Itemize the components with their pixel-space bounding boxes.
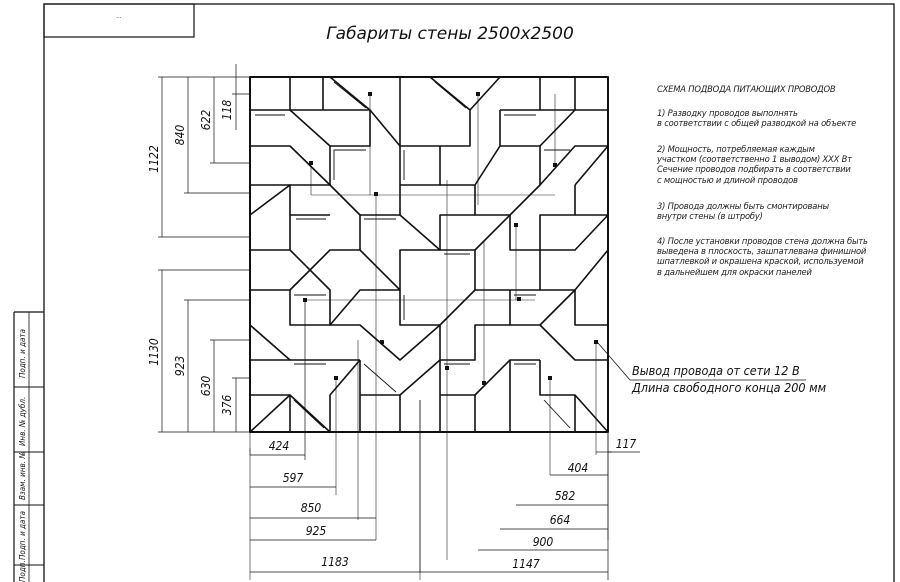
- dim-bottom-1147: 1147: [512, 557, 540, 571]
- side-label-1: Подп. и дата: [18, 329, 27, 378]
- dim-left-118: 118: [220, 100, 234, 121]
- dim-bottom-117: 117: [616, 437, 637, 451]
- notes-heading: СХЕМА ПОДВОДА ПИТАЮЩИХ ПРОВОДОВ: [657, 84, 836, 94]
- note-item-2: 2) Мощность, потребляемая каждым участко…: [657, 144, 852, 185]
- outlet-point: [482, 381, 486, 385]
- side-stamp: Подп. и дата Инв. № дубл. Взам. инв. № П…: [18, 329, 27, 582]
- dim-left-622: 622: [199, 110, 213, 131]
- note-item-3: 3) Провода должны быть смонтированы внут…: [657, 201, 829, 222]
- dim-bottom-404: 404: [568, 461, 589, 475]
- dim-left-840: 840: [173, 125, 187, 146]
- side-label-4: Подп. и дата: [18, 511, 27, 560]
- drawing-frame: [13, 3, 895, 582]
- dim-bottom-850: 850: [301, 501, 322, 515]
- side-label-2: Инв. № дубл.: [18, 397, 27, 446]
- outlet-point: [517, 297, 521, 301]
- dim-left-630: 630: [199, 376, 213, 397]
- dim-bottom-1183: 1183: [321, 555, 349, 569]
- side-label-3: Взам. инв. №: [18, 451, 27, 500]
- panel-pattern: [249, 76, 609, 433]
- callout-leader: [597, 342, 806, 381]
- left-dimension-lines: [158, 64, 250, 433]
- outlet-point: [374, 192, 378, 196]
- dim-bottom-900: 900: [533, 535, 554, 549]
- callout-line-1: Вывод провода от сети 12 В: [632, 363, 800, 378]
- dim-left-1122: 1122: [147, 145, 161, 173]
- outlet-point: [548, 376, 552, 380]
- note-item-4: 4) После установки проводов стена должна…: [657, 236, 868, 277]
- callout-line-2: Длина свободного конца 200 мм: [631, 380, 827, 395]
- dim-bottom-424: 424: [269, 439, 290, 453]
- outlet-point: [368, 92, 372, 96]
- side-label-5: Подп.: [18, 560, 27, 582]
- outlet-point: [476, 92, 480, 96]
- bottom-dimension-lines: [250, 300, 640, 580]
- dim-bottom-925: 925: [306, 524, 327, 538]
- panel-inner-lines: [255, 81, 571, 429]
- drawing-title: Габариты стены 2500х2500: [326, 24, 574, 44]
- outlet-point: [334, 376, 338, 380]
- outlet-point: [553, 163, 557, 167]
- outlet-point: [445, 366, 449, 370]
- outlet-point: [380, 340, 384, 344]
- stamp-text: ...: [116, 13, 121, 20]
- dim-bottom-664: 664: [550, 513, 571, 527]
- dim-left-1130: 1130: [147, 338, 161, 366]
- note-item-1: 1) Разводку проводов выполнять в соответ…: [657, 108, 857, 129]
- outlet-point: [514, 223, 518, 227]
- outlet-points: [303, 92, 598, 385]
- outlet-point: [309, 161, 313, 165]
- dim-left-923: 923: [173, 356, 187, 377]
- dim-bottom-582: 582: [555, 489, 576, 503]
- dim-left-376: 376: [220, 395, 234, 416]
- dim-bottom-597: 597: [283, 471, 304, 485]
- outlet-point: [594, 340, 598, 344]
